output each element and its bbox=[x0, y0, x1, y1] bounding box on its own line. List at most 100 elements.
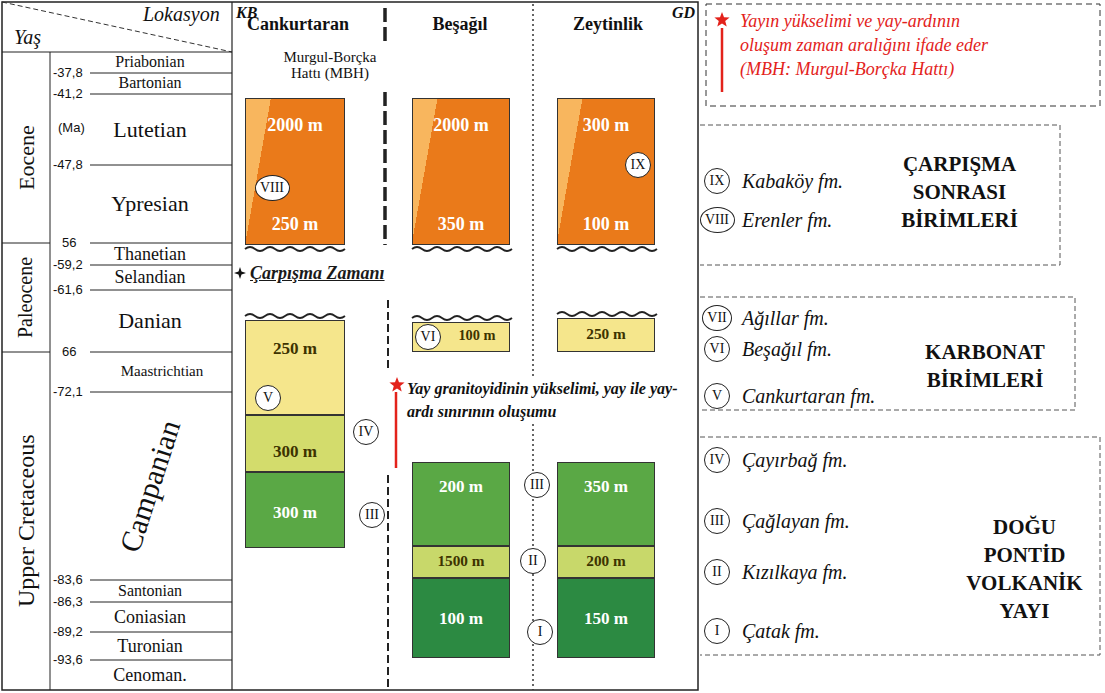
formation-name: Çağlayan fm. bbox=[742, 510, 850, 533]
group-bracket bbox=[700, 125, 1060, 265]
unconformity bbox=[245, 314, 345, 318]
fault-line bbox=[387, 475, 389, 690]
strata-block: 300 m100 mIX bbox=[557, 98, 655, 245]
strata-block: 1500 m bbox=[412, 546, 510, 578]
thickness-label: 250 m bbox=[558, 325, 654, 343]
roman-numeral: IV bbox=[359, 424, 374, 440]
formation-name: Çatak fm. bbox=[742, 620, 820, 643]
thickness-label: 350 m bbox=[558, 477, 654, 497]
age-label: -93,6 bbox=[53, 653, 83, 668]
formation-name: Beşağıl fm. bbox=[742, 338, 832, 361]
formation-circle: V bbox=[255, 385, 281, 411]
age-label: 66 bbox=[62, 345, 76, 360]
formation-circle: VIII bbox=[700, 207, 735, 233]
stage-name: Maastrichtian bbox=[121, 363, 203, 380]
roman-numeral: IX bbox=[710, 173, 725, 189]
legend-sample-bar bbox=[721, 28, 724, 92]
epoch-name: Upper Cretaceous bbox=[12, 435, 40, 608]
age-label: -41,2 bbox=[53, 87, 83, 102]
thickness-label: 250 m bbox=[246, 214, 344, 235]
group-title: ÇARPIŞMA SONRASI BİRİMLERİ bbox=[872, 150, 1047, 234]
formation-circle: III bbox=[524, 472, 550, 498]
roman-numeral: VIII bbox=[260, 180, 284, 196]
strata-block: 300 m bbox=[245, 472, 345, 548]
legend-sample-star bbox=[714, 12, 729, 26]
epoch-boundary bbox=[2, 352, 50, 353]
group-title: KARBONAT BİRİMLERİ bbox=[900, 338, 1070, 394]
roman-numeral: IX bbox=[631, 157, 646, 173]
stage-name: Cenoman. bbox=[113, 665, 187, 686]
age-label: 56 bbox=[62, 236, 76, 251]
stage-boundary bbox=[90, 580, 232, 581]
thickness-label: 2000 m bbox=[413, 115, 509, 136]
thickness-label: 100 m bbox=[413, 609, 509, 629]
stage-boundary bbox=[90, 290, 232, 291]
age-label: -61,6 bbox=[53, 283, 83, 298]
roman-numeral: VII bbox=[707, 310, 726, 326]
formation-circle: II bbox=[704, 559, 730, 585]
grid-line bbox=[2, 52, 232, 53]
epoch-name: Eocene bbox=[13, 126, 38, 191]
stage-boundary bbox=[90, 243, 232, 244]
annotation: Yay granitoyidinin yükselimi, yay ile ya… bbox=[407, 377, 692, 423]
axis-title: Yaş bbox=[14, 26, 41, 49]
roman-numeral: II bbox=[528, 553, 537, 569]
age-label: -72,1 bbox=[53, 385, 83, 400]
formation-name: Kızılkaya fm. bbox=[742, 561, 848, 584]
stage-name: Turonian bbox=[117, 636, 182, 657]
stage-boundary bbox=[90, 165, 232, 166]
formation-circle: III bbox=[359, 502, 385, 528]
thickness-label: 100 m bbox=[445, 327, 509, 344]
stage-name: Lutetian bbox=[113, 117, 186, 142]
epoch-boundary bbox=[2, 243, 50, 244]
formation-circle: I bbox=[527, 619, 553, 645]
stage-name: Campanian bbox=[112, 416, 187, 557]
formation-circle: IX bbox=[625, 152, 651, 178]
fault-line bbox=[387, 300, 389, 372]
thickness-label: 250 m bbox=[246, 339, 344, 359]
thickness-label: 150 m bbox=[558, 609, 654, 629]
strata-block: 2000 m250 mVIII bbox=[245, 98, 345, 245]
stage-name: Priabonian bbox=[115, 53, 184, 71]
time-range-bar bbox=[395, 392, 398, 468]
strata-block: 200 m bbox=[412, 462, 510, 546]
age-label: -89,2 bbox=[53, 625, 83, 640]
formation-name: Erenler fm. bbox=[742, 209, 832, 232]
stage-name: Thanetian bbox=[114, 244, 186, 265]
formation-circle: VI bbox=[704, 336, 730, 362]
thickness-label: 200 m bbox=[558, 552, 654, 570]
unconformity bbox=[412, 247, 512, 251]
roman-numeral: III bbox=[710, 513, 724, 529]
stage-boundary bbox=[90, 602, 232, 603]
column-header: Cankurtaran bbox=[247, 14, 349, 35]
red-star bbox=[389, 377, 404, 391]
formation-circle: III bbox=[704, 508, 730, 534]
stage-name: Selandian bbox=[115, 267, 186, 288]
roman-numeral: II bbox=[712, 564, 721, 580]
roman-numeral: V bbox=[712, 388, 722, 404]
thickness-label: 350 m bbox=[413, 214, 509, 235]
strata-block: 150 m bbox=[557, 578, 655, 658]
unconformity bbox=[557, 247, 657, 251]
thickness-label: 200 m bbox=[413, 477, 509, 497]
unconformity bbox=[245, 247, 345, 251]
unconformity bbox=[412, 316, 512, 320]
grid-line bbox=[231, 2, 232, 690]
column-header: Beşağıl bbox=[432, 14, 487, 35]
stage-boundary bbox=[90, 265, 232, 266]
thickness-label: 1500 m bbox=[413, 552, 509, 570]
formation-name: Kabaköy fm. bbox=[742, 170, 843, 193]
unconformity bbox=[557, 312, 657, 316]
strata-block: 250 m V bbox=[245, 320, 345, 415]
group-title: DOĞU PONTİD VOLKANİK YAYI bbox=[962, 513, 1087, 625]
roman-numeral: I bbox=[538, 624, 543, 640]
roman-numeral: IV bbox=[710, 452, 725, 468]
stage-name: Coniasian bbox=[114, 607, 186, 628]
strata-block: 2000 m 350 m bbox=[412, 98, 510, 245]
age-label: -47,8 bbox=[53, 158, 83, 173]
roman-numeral: VI bbox=[421, 329, 436, 345]
formation-circle: VI bbox=[415, 324, 441, 350]
stage-boundary bbox=[90, 94, 232, 95]
fault-line bbox=[383, 92, 387, 245]
